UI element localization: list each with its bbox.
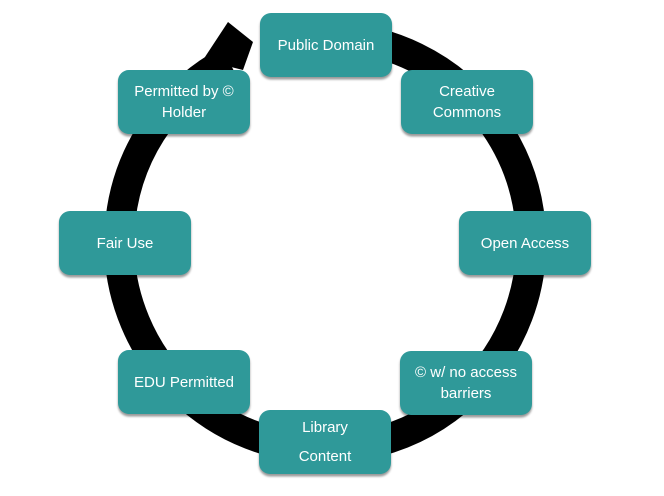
cycle-node-creative-commons: Creative Commons xyxy=(401,70,533,134)
cycle-node-copyright-no-access-barriers: © w/ no access barriers xyxy=(400,351,532,415)
node-label: Open Access xyxy=(480,234,570,252)
node-label: Fair Use xyxy=(96,234,154,252)
node-label: Library xyxy=(302,419,348,436)
cycle-node-fair-use: Fair Use xyxy=(59,211,191,275)
cycle-node-public-domain: Public Domain xyxy=(260,13,392,77)
cycle-node-library-content: Library Content xyxy=(259,410,391,474)
cycle-arrow-head-icon xyxy=(203,22,253,70)
node-label: Content xyxy=(298,448,352,465)
node-label: EDU Permitted xyxy=(133,373,235,391)
node-label: Permitted by © xyxy=(134,83,234,100)
node-label: barriers xyxy=(440,385,492,402)
cycle-node-open-access: Open Access xyxy=(459,211,591,275)
node-label: Commons xyxy=(432,104,502,121)
cycle-node-permitted-by-copyright-holder: Permitted by © Holder xyxy=(118,70,250,134)
cycle-node-edu-permitted: EDU Permitted xyxy=(118,350,250,414)
node-label: Creative xyxy=(439,83,495,100)
node-label: © w/ no access xyxy=(415,364,517,381)
node-label: Public Domain xyxy=(277,36,375,54)
node-label: Holder xyxy=(161,104,207,121)
